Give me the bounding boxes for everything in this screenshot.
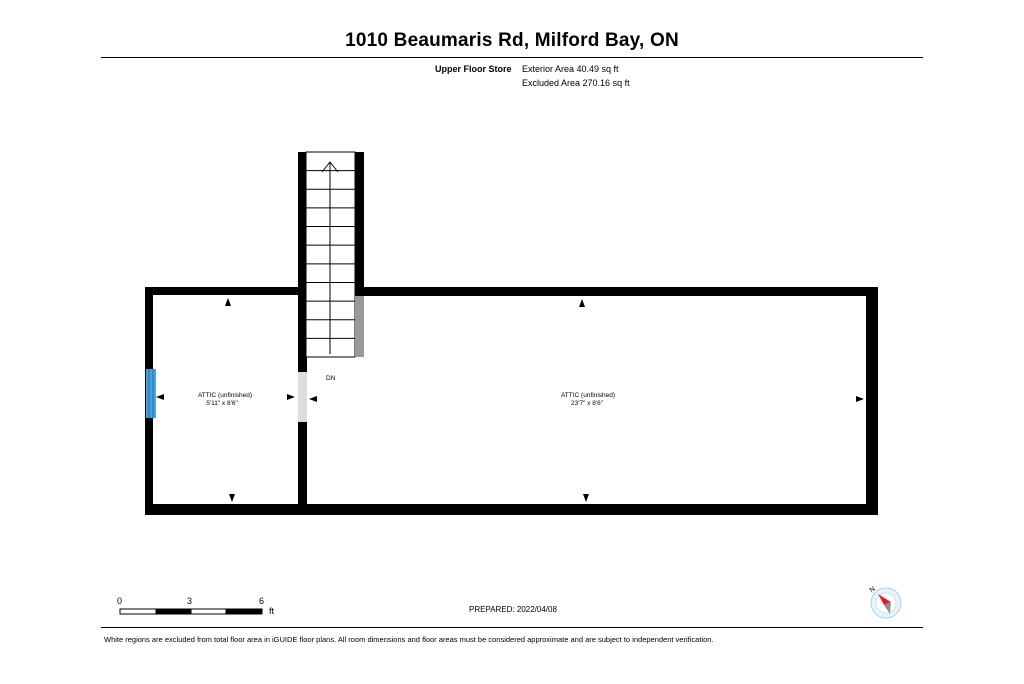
wall-bottom [145,504,878,515]
dimension-arrow-down [229,494,235,502]
wall-top-right [355,287,878,296]
compass-icon: N [869,586,902,619]
dimension-arrow-down [583,494,589,502]
dimension-arrow-right [856,396,864,402]
room-name-attic-left: ATTIC (unfinished) [198,392,252,399]
stair-landing [355,296,364,357]
stair-direction-arrow [321,161,339,173]
dimension-arrow-up [225,298,231,306]
scale-segment [225,608,263,615]
footer-divider [101,627,923,628]
prepared-date: PREPARED: 2022/04/08 [469,605,557,614]
footer-disclaimer: White regions are excluded from total fl… [104,635,714,644]
dimension-arrow-up [579,299,585,307]
dimension-arrow-right [287,394,295,400]
window [146,369,156,418]
scale-unit-label: ft [269,606,275,616]
wall-right [866,287,878,515]
scale-bar [119,608,263,615]
page-title: 1010 Beaumaris Rd, Milford Bay, ON [345,30,679,51]
wall-top-left [145,287,307,295]
compass-needle-north [878,594,891,605]
dimension-arrow-left [156,394,164,400]
wall-divider-upper [298,287,307,372]
dimension-arrow-left [309,396,317,402]
floor-name: Upper Floor Store [435,64,512,74]
scale-segment [190,608,227,615]
room-dimensions-attic-right: 23'7" x 8'6" [571,400,604,407]
scale-tick-label: 3 [187,596,193,606]
scale-tick-label: 0 [117,596,123,606]
door-opening [298,372,307,422]
compass-needle-south [884,602,891,614]
scale-segment [155,608,192,615]
stairwell [298,151,364,358]
excluded-area: Excluded Area 270.16 sq ft [522,78,630,88]
room-dimensions-attic-left: 5'11" x 8'6" [206,400,238,407]
wall-divider-lower [298,422,307,515]
exterior-walls [145,287,878,515]
stair-dn-label: DN [326,375,336,382]
scale-segment [119,608,157,615]
stair-wall-right [355,152,364,292]
scale-tick-label: 6 [259,596,265,606]
stair-wall-left [298,152,306,292]
exterior-area: Exterior Area 40.49 sq ft [522,64,619,74]
dimension-arrows [156,298,864,502]
room-name-attic-right: ATTIC (unfinished) [561,392,615,399]
compass-north-label: N [869,586,877,595]
header-divider [101,57,923,58]
